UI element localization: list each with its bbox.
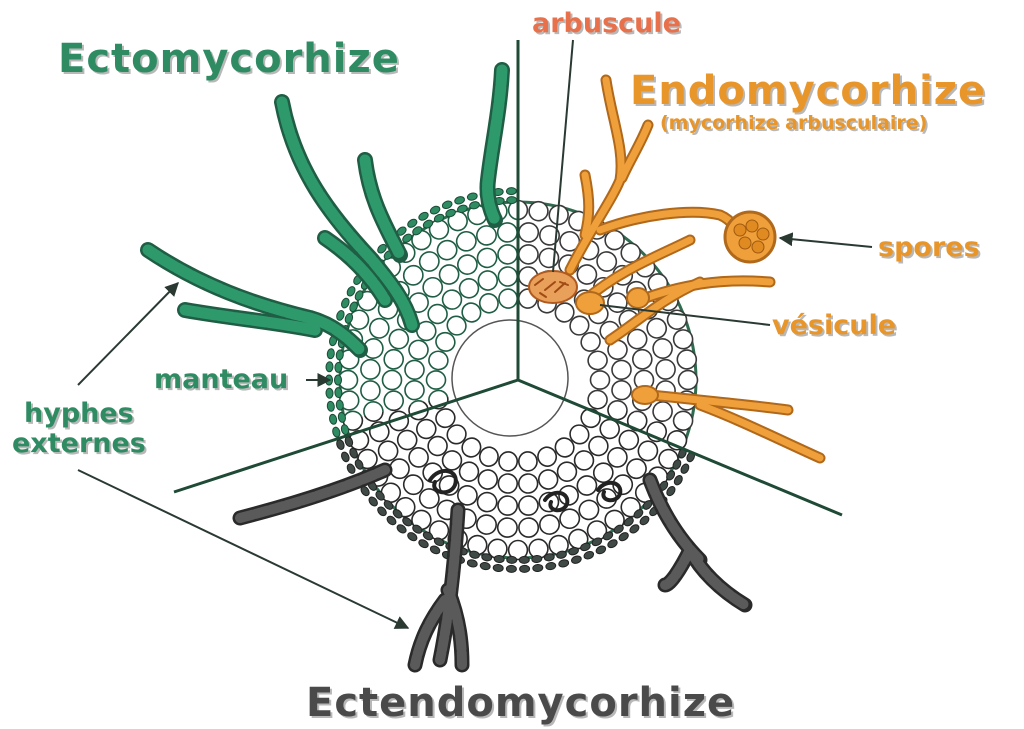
mantle-granule — [335, 362, 343, 372]
manteau-label: manteau — [154, 364, 288, 395]
mantle-granule — [327, 348, 335, 359]
cortex-cell — [518, 222, 539, 242]
cortex-cell — [497, 495, 518, 516]
cortex-cell — [360, 380, 380, 401]
mantle-granule — [340, 297, 350, 309]
mantle-granule — [326, 362, 334, 372]
cortex-cell — [498, 266, 519, 287]
cortex-cell — [518, 495, 539, 516]
spores-label: spores — [878, 232, 980, 263]
mantle-granule — [467, 192, 478, 201]
arrow-hyphes-down — [78, 470, 408, 628]
cortex-cell — [591, 371, 610, 389]
hyphes-label-line2: externes — [12, 428, 146, 459]
mantle-granule — [507, 556, 517, 563]
cortex-cell — [518, 517, 539, 537]
cortex-cell — [404, 380, 425, 401]
cortex-cell — [427, 371, 446, 389]
mantle-granule — [519, 556, 529, 563]
ectendo-title: Ectendomycorhize — [306, 680, 735, 726]
mantle-granule — [340, 451, 350, 463]
mantle-granule — [429, 545, 441, 556]
cortex-cell — [518, 473, 539, 494]
mantle-granule — [335, 387, 343, 397]
mantle-granule — [506, 187, 516, 194]
mantle-granule — [493, 564, 504, 572]
cortex-cell — [498, 473, 519, 494]
vesicule-label: vésicule — [772, 310, 896, 341]
cortex-cell — [497, 517, 518, 537]
vesicle-1 — [576, 292, 604, 314]
mantle-granule — [532, 564, 543, 572]
cortex-cell — [360, 359, 380, 380]
arbuscule-label: arbuscule — [532, 8, 681, 39]
mantle-granule — [558, 559, 569, 568]
mantle-granule — [327, 401, 335, 412]
cortex-cell — [611, 380, 632, 401]
mantle-granule — [545, 562, 556, 571]
mantle-granule — [467, 559, 478, 568]
mantle-granule — [454, 195, 466, 205]
arbuscule-structure — [529, 271, 577, 303]
mantle-granule — [329, 414, 338, 425]
mantle-granule — [506, 565, 516, 572]
cortex-cell — [404, 360, 425, 381]
mantle-granule — [429, 205, 441, 216]
mantle-granule — [335, 310, 345, 322]
spore-cluster — [725, 212, 775, 262]
cortex-cell — [383, 370, 402, 389]
mantle-granule — [519, 565, 529, 572]
mantle-granule — [326, 388, 334, 398]
endo-title: Endomycorhize — [630, 68, 986, 114]
cortex-cell — [611, 360, 632, 381]
mantle-granule — [595, 545, 607, 556]
cortex-cell — [679, 371, 698, 390]
arrow-spores — [780, 238, 872, 247]
vesicle-2 — [627, 288, 649, 308]
vesicle-3 — [632, 386, 658, 404]
mantle-granule — [332, 426, 341, 438]
ecto-title: Ectomycorhize — [58, 36, 400, 82]
mantle-granule — [441, 200, 453, 210]
mantle-granule — [571, 555, 583, 565]
mantle-granule — [583, 550, 595, 560]
hyphes-label-line1: hyphes — [24, 398, 134, 429]
cortex-cell — [655, 359, 675, 380]
mantle-granule — [335, 375, 342, 385]
mantle-granule — [480, 562, 491, 571]
mantle-granule — [507, 196, 517, 203]
endo-subtitle: (mycorhize arbusculaire) — [660, 112, 927, 134]
cortex-cell — [518, 244, 539, 265]
cortex-cell — [497, 244, 518, 265]
